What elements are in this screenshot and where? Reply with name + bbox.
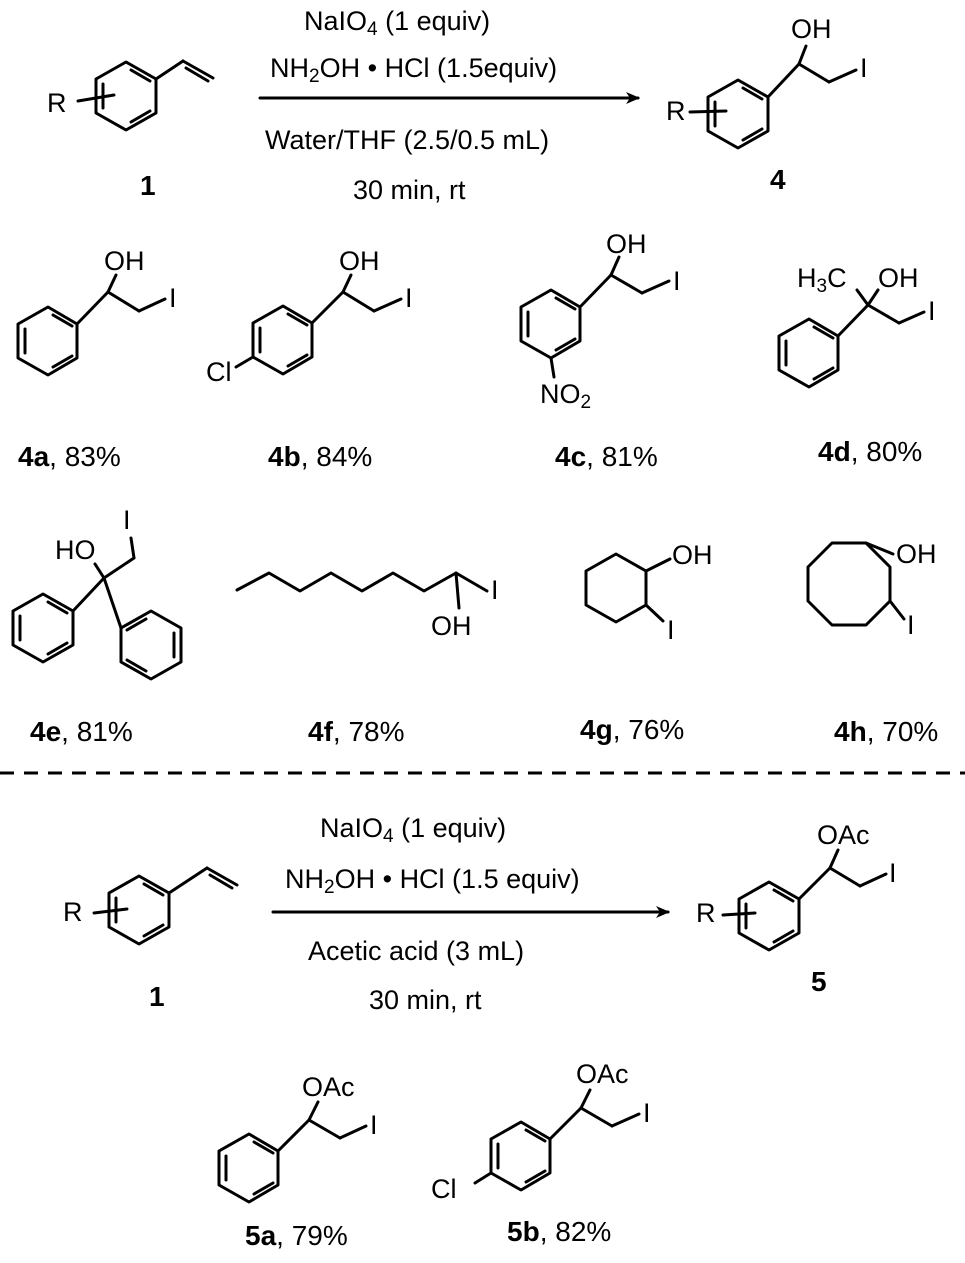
atom-ho: HO	[55, 535, 96, 565]
atom-i: I	[123, 505, 131, 535]
compound-label-5: 5	[811, 966, 827, 997]
atom-oh: OH	[431, 611, 472, 641]
compound-label-1-bottom: 1	[149, 981, 165, 1012]
atom-i: I	[405, 283, 413, 313]
compound-label-1-top: 1	[140, 170, 156, 201]
product-4-general	[688, 44, 858, 150]
product-label-4c: 4c, 81%	[555, 441, 658, 472]
atom-i: I	[889, 858, 897, 888]
structure-4d	[777, 288, 926, 389]
atom-i: I	[673, 266, 681, 296]
atom-r: R	[696, 898, 716, 928]
atom-cl: Cl	[431, 1174, 457, 1204]
atom-i: I	[860, 53, 868, 83]
atom-oh: OH	[791, 14, 832, 44]
atom-i: I	[667, 615, 675, 645]
product-5-general	[721, 848, 888, 952]
styrene-1-bottom	[92, 866, 239, 946]
conditions-time-top: 30 min, rt	[353, 175, 466, 205]
solvent-top: Water/THF (2.5/0.5 mL)	[265, 125, 550, 155]
structure-4e	[11, 536, 183, 681]
atom-r: R	[63, 897, 83, 927]
reagent-naio4-bottom: NaIO4 (1 equiv)	[320, 813, 507, 847]
product-label-5b: 5b, 82%	[507, 1216, 612, 1247]
atom-oh: OH	[878, 263, 919, 293]
atom-oac: OAc	[302, 1072, 355, 1102]
structure-4b	[234, 273, 403, 376]
product-label-4h: 4h, 70%	[834, 716, 939, 747]
styrene-1-top	[76, 59, 215, 132]
atom-i: I	[491, 575, 499, 605]
product-label-5a: 5a, 79%	[245, 1220, 348, 1251]
reagent-nh2oh-top: NH2OH • HCl (1.5equiv)	[270, 53, 558, 87]
conditions-time-bottom: 30 min, rt	[369, 985, 482, 1015]
product-label-4b: 4b, 84%	[268, 441, 373, 472]
atom-i: I	[907, 610, 915, 640]
reagent-nh2oh-bottom: NH2OH • HCl (1.5 equiv)	[285, 864, 580, 898]
product-label-4e: 4e, 81%	[30, 716, 133, 747]
atom-oac: OAc	[576, 1059, 629, 1089]
atom-r: R	[47, 88, 67, 118]
structure-4a	[16, 273, 167, 377]
atom-oh: OH	[672, 540, 713, 570]
atom-r: R	[666, 96, 686, 126]
atom-h3c: H3C	[797, 263, 847, 297]
structure-4h	[806, 541, 906, 627]
structure-4c	[519, 255, 671, 379]
atom-no2: NO2	[540, 379, 592, 413]
compound-label-4: 4	[770, 164, 786, 195]
product-label-4g: 4g, 76%	[580, 714, 685, 745]
atom-oh: OH	[896, 539, 937, 569]
solvent-bottom: Acetic acid (3 mL)	[308, 936, 525, 966]
product-label-4f: 4f, 78%	[308, 716, 405, 747]
atom-i: I	[169, 283, 177, 313]
structure-4f	[235, 571, 489, 610]
atom-oac: OAc	[817, 820, 870, 850]
atom-cl: Cl	[206, 357, 232, 387]
product-label-4d: 4d, 80%	[818, 436, 923, 467]
product-label-4a: 4a, 83%	[18, 441, 121, 472]
atom-i: I	[928, 296, 936, 326]
atom-i: I	[370, 1110, 378, 1140]
structure-5a	[217, 1100, 368, 1204]
atom-oh: OH	[606, 229, 647, 259]
structure-4g	[584, 552, 672, 624]
atom-oh: OH	[104, 246, 145, 276]
atom-i: I	[643, 1098, 651, 1128]
atom-oh: OH	[339, 246, 380, 276]
reagent-naio4-top: NaIO4 (1 equiv)	[304, 6, 491, 40]
structure-5b	[473, 1088, 641, 1192]
